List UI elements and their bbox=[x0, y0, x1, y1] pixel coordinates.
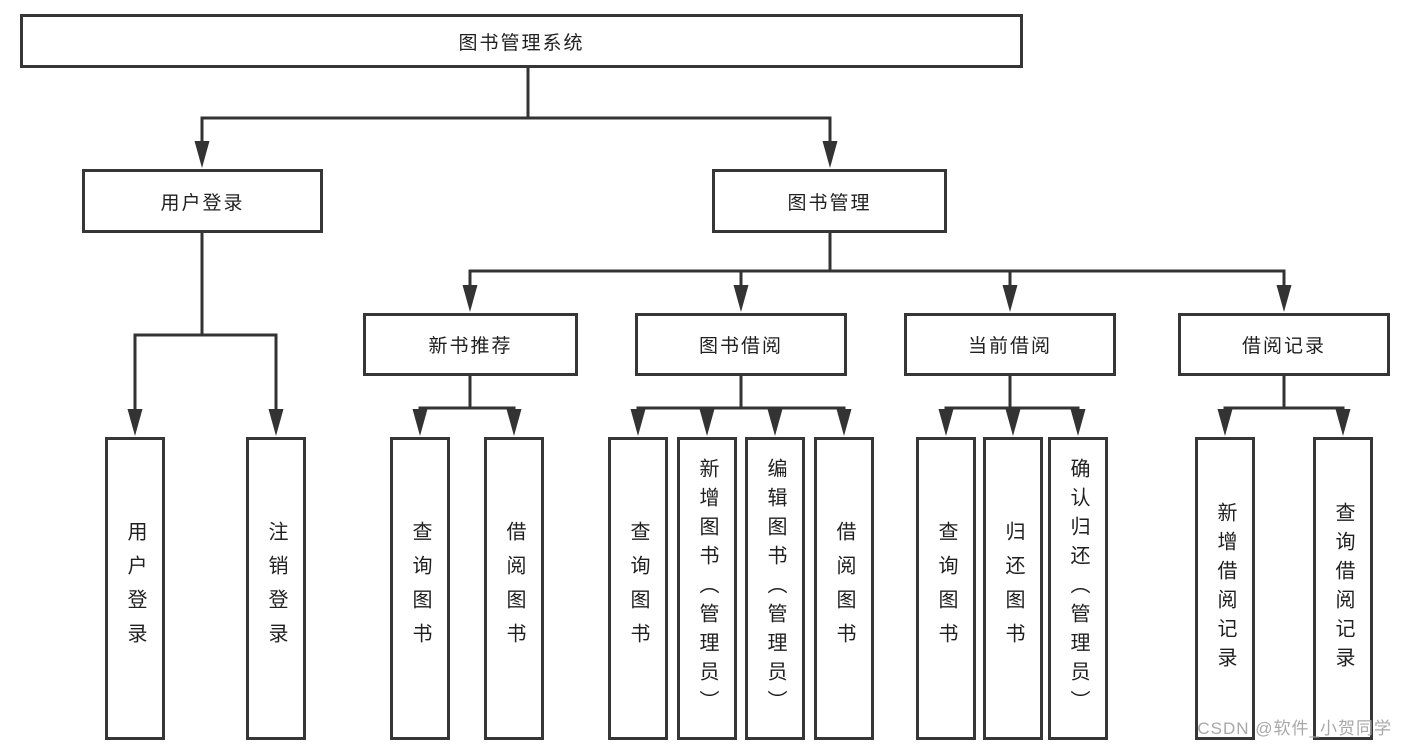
leaf-edit-book-admin: 编辑图书（管理员） bbox=[745, 437, 805, 740]
leaf-edit-book-admin-label: 编辑图书（管理员） bbox=[764, 458, 786, 719]
arrowhead bbox=[1217, 409, 1233, 436]
arrowhead bbox=[836, 409, 852, 436]
node-user-login-label: 用户登录 bbox=[160, 192, 245, 214]
arrowhead bbox=[733, 285, 749, 312]
leaf-borrow-books-recommend: 借阅图书 bbox=[484, 437, 544, 740]
leaf-return-book-label: 归还图书 bbox=[1002, 520, 1024, 657]
leaf-add-borrow-record-label: 新增借阅记录 bbox=[1214, 501, 1236, 676]
node-root-label: 图书管理系统 bbox=[458, 32, 585, 54]
leaf-confirm-return-admin-label: 确认归还（管理员） bbox=[1067, 458, 1089, 719]
arrowhead bbox=[268, 409, 284, 436]
node-borrow-records-label: 借阅记录 bbox=[1241, 336, 1326, 357]
node-new-book-recommend: 新书推荐 bbox=[363, 313, 578, 376]
node-current-borrowing-label: 当前借阅 bbox=[967, 336, 1052, 357]
arrowhead bbox=[1002, 285, 1018, 312]
arrowhead bbox=[699, 409, 715, 436]
leaf-add-book-admin: 新增图书（管理员） bbox=[677, 437, 737, 740]
leaf-query-borrow-record: 查询借阅记录 bbox=[1313, 437, 1373, 740]
node-book-management-label: 图书管理 bbox=[787, 192, 872, 214]
watermark: CSDN @软件_小贺同学 bbox=[1197, 719, 1392, 738]
arrowhead bbox=[767, 409, 783, 436]
arrowhead bbox=[1070, 409, 1086, 436]
leaf-borrow-books-borrowing: 借阅图书 bbox=[814, 437, 874, 740]
node-new-book-recommend-label: 新书推荐 bbox=[428, 336, 513, 357]
leaf-borrow-books-borrowing-label: 借阅图书 bbox=[833, 520, 855, 657]
arrowhead bbox=[506, 409, 522, 436]
leaf-add-borrow-record: 新增借阅记录 bbox=[1195, 437, 1255, 740]
leaf-user-login-label: 用户登录 bbox=[124, 520, 146, 657]
leaf-return-book: 归还图书 bbox=[983, 437, 1043, 740]
arrowhead bbox=[1005, 409, 1021, 436]
leaf-logout: 注销登录 bbox=[246, 437, 306, 740]
leaf-add-book-admin-label: 新增图书（管理员） bbox=[696, 458, 718, 719]
arrowhead bbox=[412, 409, 428, 436]
leaf-user-login: 用户登录 bbox=[105, 437, 165, 740]
leaf-query-books-current: 查询图书 bbox=[916, 437, 976, 740]
node-current-borrowing: 当前借阅 bbox=[904, 313, 1116, 376]
leaf-query-borrow-record-label: 查询借阅记录 bbox=[1332, 501, 1354, 676]
node-book-management: 图书管理 bbox=[712, 169, 947, 233]
leaf-query-books-current-label: 查询图书 bbox=[935, 520, 957, 657]
leaf-query-books-borrowing-label: 查询图书 bbox=[627, 520, 649, 657]
arrowhead bbox=[194, 141, 210, 168]
arrowhead bbox=[938, 409, 954, 436]
arrowhead bbox=[462, 285, 478, 312]
leaf-query-books-recommend: 查询图书 bbox=[390, 437, 450, 740]
node-book-borrowing-label: 图书借阅 bbox=[698, 336, 783, 357]
arrowhead bbox=[1335, 409, 1351, 436]
node-book-borrowing: 图书借阅 bbox=[635, 313, 847, 376]
leaf-borrow-books-recommend-label: 借阅图书 bbox=[503, 520, 525, 657]
leaf-query-books-borrowing: 查询图书 bbox=[608, 437, 668, 740]
leaf-query-books-recommend-label: 查询图书 bbox=[409, 520, 431, 657]
arrowhead bbox=[822, 141, 838, 168]
arrowhead bbox=[630, 409, 646, 436]
node-root: 图书管理系统 bbox=[20, 14, 1023, 68]
node-borrow-records: 借阅记录 bbox=[1178, 313, 1390, 376]
arrowhead bbox=[127, 409, 143, 436]
leaf-confirm-return-admin: 确认归还（管理员） bbox=[1048, 437, 1108, 740]
arrowhead bbox=[1276, 285, 1292, 312]
leaf-logout-label: 注销登录 bbox=[265, 520, 287, 657]
node-user-login: 用户登录 bbox=[82, 169, 323, 233]
